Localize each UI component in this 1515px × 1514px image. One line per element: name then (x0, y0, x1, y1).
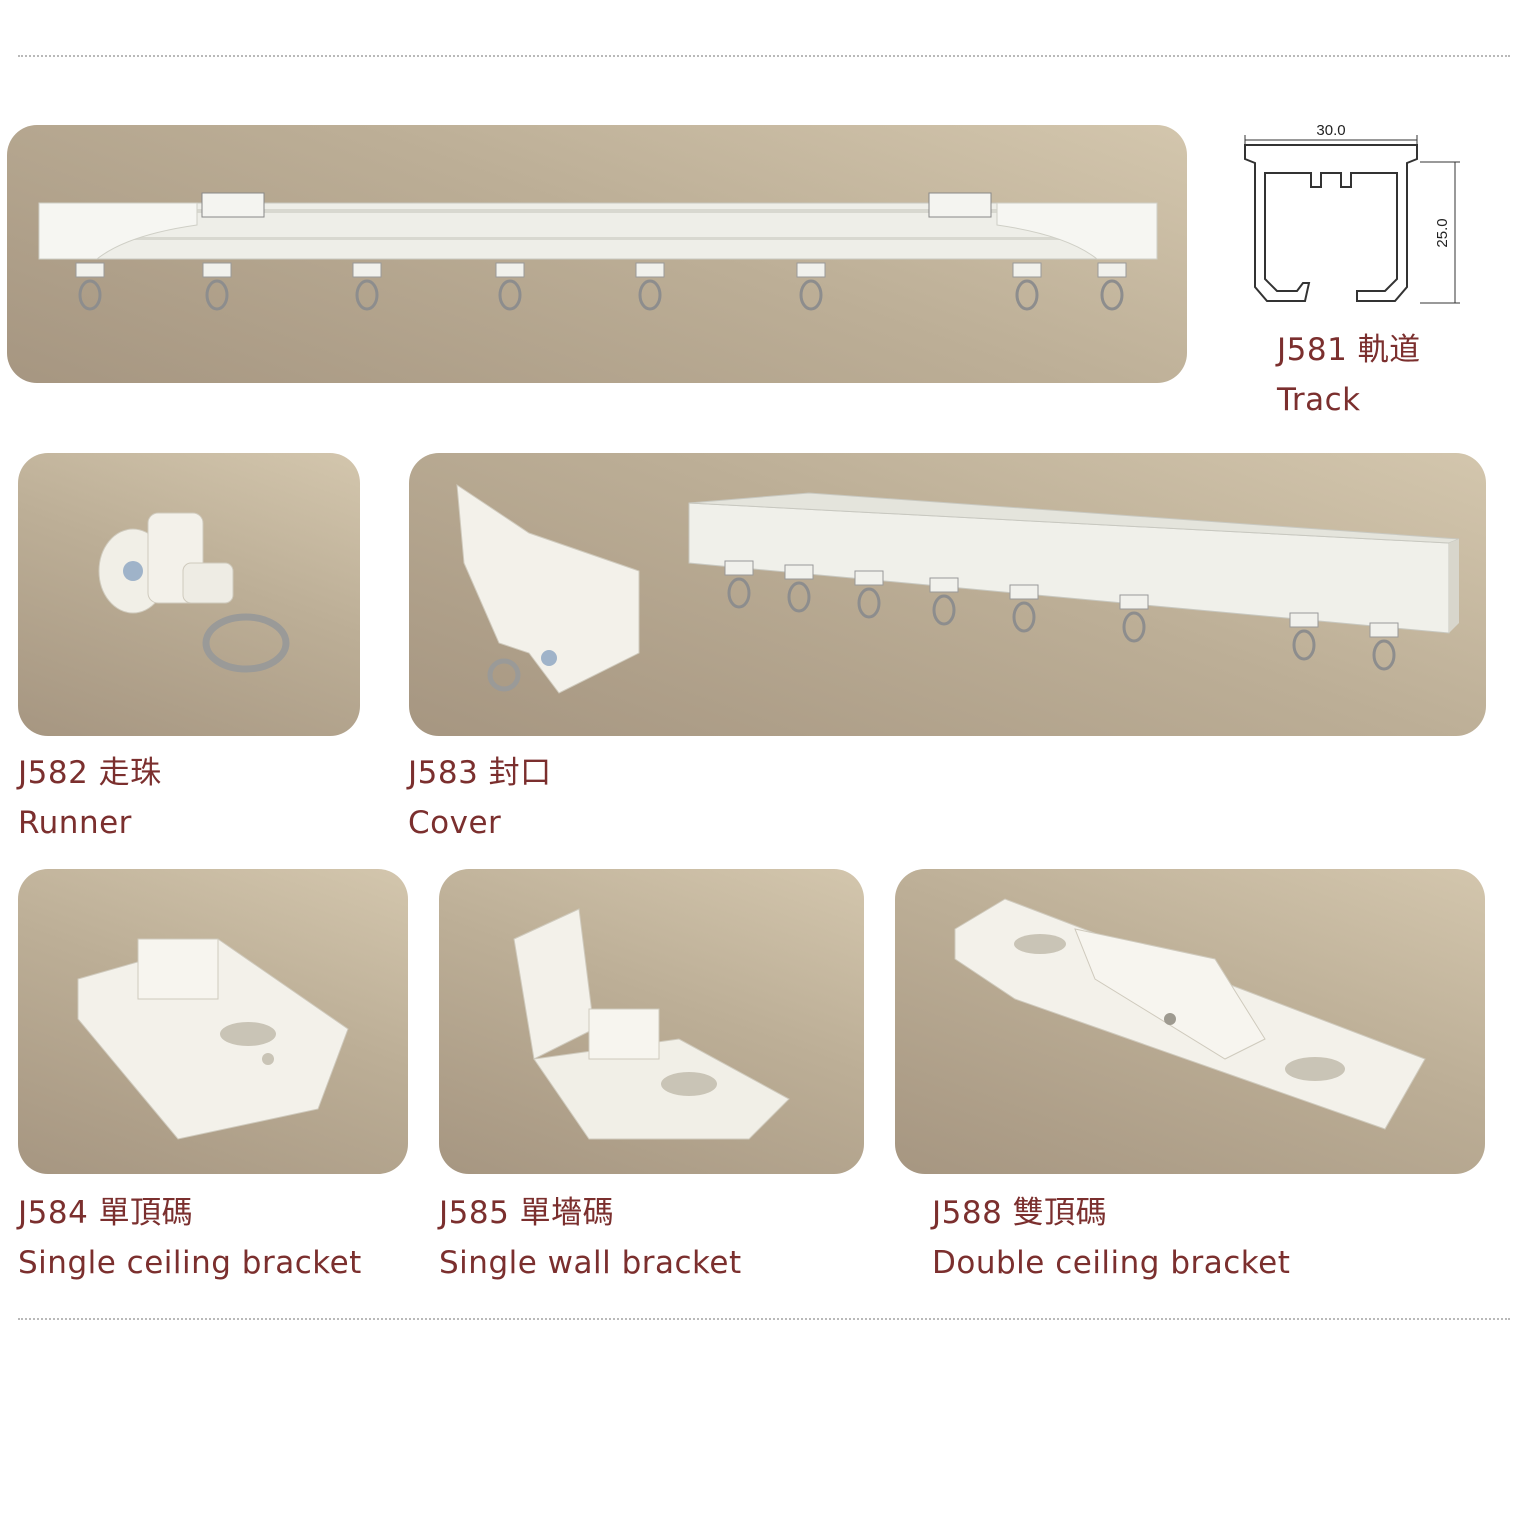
double-ceiling-bracket-image (954, 898, 1426, 1130)
single-ceiling-bracket-photo-panel (18, 869, 408, 1174)
runner-code: J582 走珠 (18, 755, 162, 791)
runner-caption: J582 走珠 Runner (18, 748, 162, 848)
double-ceiling-bracket-name: Double ceiling bracket (932, 1245, 1291, 1281)
runner-name: Runner (18, 805, 132, 841)
runner-photo-panel (18, 453, 360, 736)
single-wall-bracket-caption: J585 單墻碼 Single wall bracket (439, 1188, 742, 1288)
single-wall-bracket-name: Single wall bracket (439, 1245, 742, 1281)
cover-image (456, 484, 1460, 694)
track-profile-diagram: 30.0 25.0 (1235, 115, 1475, 315)
height-dimension-label: 25.0 (1434, 218, 1451, 247)
cover-caption: J583 封口 Cover (408, 748, 552, 848)
cover-name: Cover (408, 805, 502, 841)
single-ceiling-bracket-name: Single ceiling bracket (18, 1245, 362, 1281)
runner-image (98, 512, 290, 673)
single-ceiling-bracket-image (77, 938, 349, 1140)
single-ceiling-bracket-code: J584 單頂碼 (18, 1195, 194, 1231)
double-ceiling-bracket-code: J588 雙頂碼 (932, 1195, 1108, 1231)
track-code: J581 軌道 (1277, 332, 1421, 368)
track-caption: J581 軌道 Track (1277, 325, 1421, 425)
width-dimension-label: 30.0 (1316, 122, 1345, 139)
cover-code: J583 封口 (408, 755, 552, 791)
bottom-dotted-divider (18, 1318, 1510, 1320)
cover-photo-panel (409, 453, 1486, 736)
single-wall-bracket-code: J585 單墻碼 (439, 1195, 615, 1231)
single-ceiling-bracket-caption: J584 單頂碼 Single ceiling bracket (18, 1188, 362, 1288)
single-wall-bracket-photo-panel (439, 869, 864, 1174)
double-ceiling-bracket-photo-panel (895, 869, 1485, 1174)
track-image (38, 192, 1158, 311)
track-photo-panel (7, 125, 1187, 383)
track-name: Track (1277, 382, 1361, 418)
single-wall-bracket-image (513, 908, 790, 1140)
top-dotted-divider (18, 55, 1510, 57)
double-ceiling-bracket-caption: J588 雙頂碼 Double ceiling bracket (932, 1188, 1290, 1288)
